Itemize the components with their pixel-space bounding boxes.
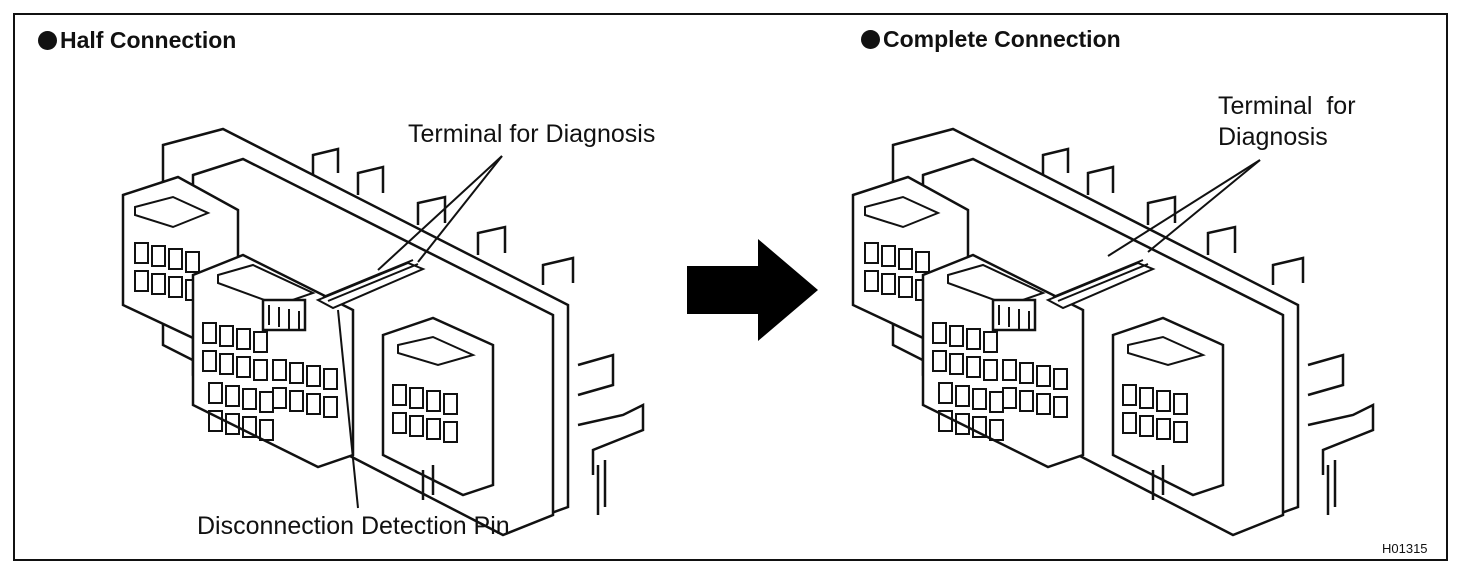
- right-terminal-label-line2: Diagnosis: [1218, 123, 1328, 151]
- figure-id: H01315: [1382, 541, 1428, 556]
- half-connection-title: Half Connection: [38, 27, 236, 54]
- disconnection-pin-label: Disconnection Detection Pin: [197, 512, 510, 540]
- filled-circle-icon: [861, 30, 880, 49]
- complete-connection-connector: [853, 129, 1373, 535]
- right-arrow-icon: [687, 239, 818, 341]
- right-terminal-label-line1: Terminal for: [1218, 92, 1356, 120]
- left-leader-lines: [337, 155, 503, 509]
- half-connection-connector: [123, 129, 643, 535]
- half-connection-title-text: Half Connection: [60, 27, 237, 53]
- left-terminal-label: Terminal for Diagnosis: [408, 120, 656, 148]
- complete-connection-title-text: Complete Connection: [883, 26, 1121, 52]
- right-leader-lines: [1107, 159, 1261, 257]
- filled-circle-icon: [38, 31, 57, 50]
- complete-connection-title: Complete Connection: [861, 26, 1121, 53]
